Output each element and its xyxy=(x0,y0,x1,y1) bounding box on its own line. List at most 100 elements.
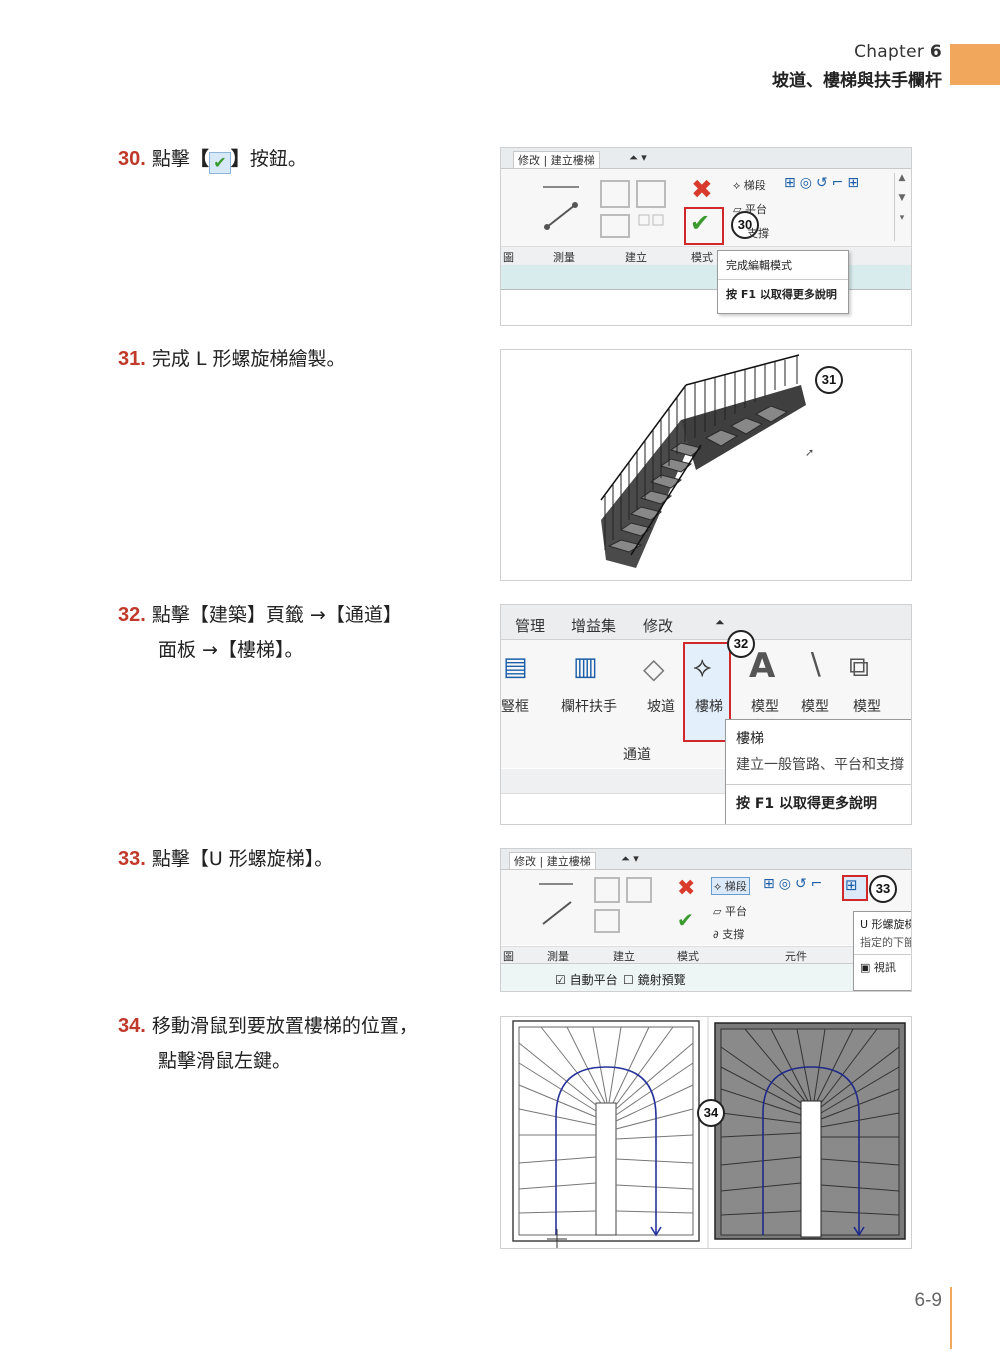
panel-label-mode: 模式 xyxy=(677,950,699,963)
support-item[interactable]: ∂ 支撐 xyxy=(713,928,745,941)
railing-button-label[interactable]: 欄杆扶手 xyxy=(561,699,617,715)
measure-icon[interactable] xyxy=(539,177,589,237)
tooltip: 完成編輯模式 按 F1 以取得更多說明 xyxy=(717,250,849,314)
page-marker-line xyxy=(950,1287,952,1349)
mullion-button-label[interactable]: 豎框 xyxy=(501,699,529,715)
bracket-open: 【 xyxy=(189,148,209,170)
screenshot-finish-edit: 修改 | 建立樓梯 ⏶ ▾ ✖ ✔ 30 ⟡ 梯段 ▱ 平台 支撐 ⊞◎↺⌐⊞ … xyxy=(500,147,912,326)
step-text: 點擊 xyxy=(151,148,190,170)
create-icons[interactable] xyxy=(599,177,671,241)
tooltip: 樓梯 建立一般管路、平台和支撐 按 F1 以取得更多說明 xyxy=(725,719,911,824)
tab-addins[interactable]: 增益集 xyxy=(571,617,617,635)
tooltip-description: 建立一般管路、平台和支撐 xyxy=(726,750,911,785)
panel-label-create: 建立 xyxy=(613,950,635,963)
chapter-tab-marker xyxy=(950,44,1000,85)
panel-label-circulation: 通道 xyxy=(623,747,651,763)
step-text: 點擊滑鼠左鍵。 xyxy=(158,1050,292,1072)
bracket-close: 】 xyxy=(230,148,250,170)
projection-option[interactable]: ☐ 鏡射預覽 xyxy=(623,973,686,987)
gallery-scrollbar[interactable]: ▲▼▾ xyxy=(894,173,909,241)
stair-shape-icons[interactable]: ⊞◎↺⌐ xyxy=(763,876,827,892)
step-badge: 32 xyxy=(727,630,755,658)
step-number: 33. xyxy=(118,848,146,870)
chapter-word: Chapter xyxy=(854,42,925,62)
ribbon-toggle-icon[interactable]: ⏶ ▾ xyxy=(629,151,647,164)
mullion-icon[interactable]: ▤ xyxy=(503,652,528,682)
ramp-icon[interactable]: ◇ xyxy=(643,652,665,685)
landing-icon: ▱ xyxy=(713,905,722,918)
u-spiral-stair-button[interactable] xyxy=(842,875,868,901)
stair-button[interactable] xyxy=(683,642,731,742)
step-text: 完成 L 形螺旋梯繪製。 xyxy=(151,348,346,370)
tab-manage[interactable]: 管理 xyxy=(515,617,546,635)
railing-icon[interactable]: ▥ xyxy=(573,652,598,682)
cancel-edit-icon[interactable]: ✖ xyxy=(691,175,713,205)
landing-item[interactable]: ▱ 平台 xyxy=(713,905,747,918)
step-text: 面板 →【樓梯】。 xyxy=(158,639,304,661)
support-item[interactable]: 支撐 xyxy=(747,227,769,240)
ribbon-tabbar: 管理 增益集 修改 ⏶ xyxy=(501,605,911,640)
stair-button-label: 樓梯 xyxy=(695,699,723,715)
tooltip-title: U 形螺旋梯 xyxy=(860,918,912,931)
step-text: 按鈕。 xyxy=(249,148,307,170)
ribbon-toggle-icon[interactable]: ⏶ xyxy=(715,615,725,629)
chapter-number: 6 xyxy=(929,42,942,62)
step-text: 點擊【建築】頁籤 →【通道】 xyxy=(151,604,402,626)
panel-label-create: 建立 xyxy=(625,251,647,264)
plan-shaded xyxy=(714,1022,906,1240)
page-number: 6-9 xyxy=(914,1290,942,1311)
mouse-cursor-icon: ➚ xyxy=(805,446,815,459)
run-item[interactable]: ⟡ 梯段 xyxy=(733,179,766,192)
options-bar: ☑ 自動平台 ☐ 鏡射預覽 xyxy=(501,963,911,991)
step-34: 34. 移動滑鼠到要放置樓梯的位置， 點擊滑鼠左鍵。 xyxy=(118,1009,418,1079)
ribbon-tabbar: 修改 | 建立樓梯 ⏶ ▾ xyxy=(501,849,911,870)
tab-modify[interactable]: 修改 xyxy=(643,617,674,635)
chapter-title: 坡道、樓梯與扶手欄杆 xyxy=(772,71,942,91)
panel-label-measure: 測量 xyxy=(553,251,575,264)
panel-label-mode: 模式 xyxy=(691,251,713,264)
finish-edit-button[interactable]: ✔ xyxy=(690,209,711,237)
support-icon: ∂ xyxy=(713,928,719,941)
step-number: 32. xyxy=(118,604,146,626)
step-31: 31. 完成 L 形螺旋梯繪製。 xyxy=(118,342,346,377)
tab-modify-create-stair[interactable]: 修改 | 建立樓梯 xyxy=(513,151,600,168)
model-line-icon[interactable]: ∖ xyxy=(805,648,825,683)
landing-icon: ▱ xyxy=(733,203,742,216)
checkmark-icon: ✔ xyxy=(208,152,231,174)
auto-landing-option[interactable]: ☑ 自動平台 xyxy=(555,973,618,987)
chapter-header: Chapter 6 坡道、樓梯與扶手欄杆 xyxy=(772,42,942,91)
stair-shape-icons[interactable]: ⊞◎↺⌐⊞ xyxy=(784,175,864,191)
tooltip-description: 指定的下節 xyxy=(860,936,912,949)
tooltip: U 形螺旋梯 指定的下節 ▣ 視訊 xyxy=(853,911,912,991)
model-text-icon[interactable]: A xyxy=(749,646,776,686)
run-icon: ⟡ xyxy=(714,880,722,893)
landing-item[interactable]: ▱ 平台 xyxy=(733,203,767,216)
tooltip-video: ▣ 視訊 xyxy=(854,954,911,979)
tooltip-help: 按 F1 以取得更多說明 xyxy=(726,288,837,301)
panel-label-view: 圖 xyxy=(503,950,514,963)
tooltip-title: 完成編輯模式 xyxy=(718,251,848,280)
panel-label-component: 元件 xyxy=(785,950,807,963)
screenshot-l-stair-3d: 31 ➚ xyxy=(500,349,912,581)
step-badge: 34 xyxy=(697,1099,725,1127)
cancel-edit-icon[interactable]: ✖ xyxy=(677,876,696,901)
ramp-button-label[interactable]: 坡道 xyxy=(647,699,675,715)
panel-label-view: 圖 xyxy=(503,251,514,264)
tooltip-help: 按 F1 以取得更多說明 xyxy=(736,796,878,812)
step-30: 30. 點擊【✔】按鈕。 xyxy=(118,142,307,177)
finish-edit-icon[interactable]: ✔ xyxy=(677,908,694,932)
ribbon-toggle-icon[interactable]: ⏶ ▾ xyxy=(621,852,639,865)
panel-label-measure: 測量 xyxy=(547,950,569,963)
step-32: 32. 點擊【建築】頁籤 →【通道】 面板 →【樓梯】。 xyxy=(118,598,402,668)
plan-wireframe xyxy=(512,1020,700,1248)
step-badge: 30 xyxy=(731,211,759,239)
l-stair-3d-view xyxy=(600,354,806,568)
highlight-box xyxy=(684,207,724,245)
run-item[interactable]: ⟡ 梯段 xyxy=(711,877,750,895)
model-group-icon[interactable]: ⧉ xyxy=(849,650,869,683)
run-icon: ⟡ xyxy=(733,179,741,192)
measure-icon[interactable] xyxy=(537,874,581,934)
tab-modify-create-stair[interactable]: 修改 | 建立樓梯 xyxy=(509,852,596,869)
create-icons[interactable] xyxy=(593,876,657,936)
step-badge: 31 xyxy=(815,366,843,394)
